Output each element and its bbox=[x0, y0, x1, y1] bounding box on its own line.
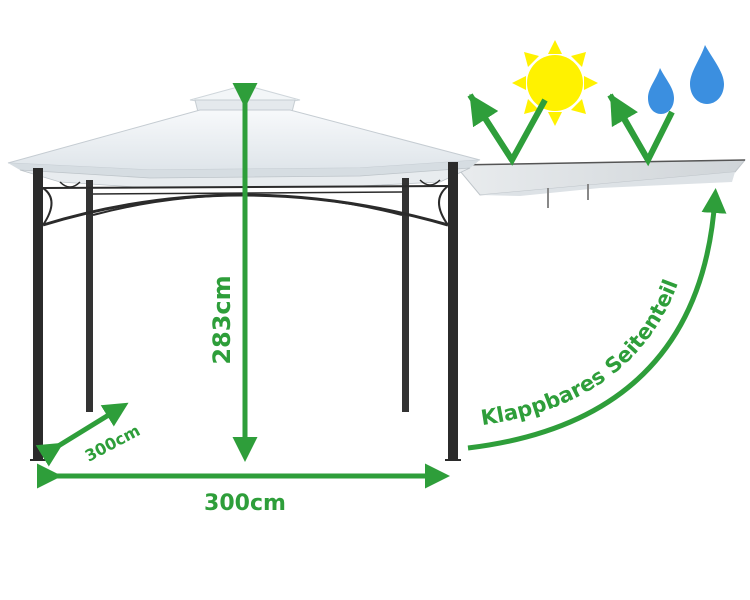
sun-position-arrows bbox=[467, 93, 548, 166]
rain-position-arrows bbox=[607, 93, 675, 167]
width-dimension: 300cm bbox=[37, 463, 450, 516]
side-panel-indicator: Klappbares Seitenteil bbox=[467, 188, 727, 451]
side-panel bbox=[453, 159, 747, 208]
width-label: 300cm bbox=[204, 491, 286, 516]
height-dimension: 283cm bbox=[208, 83, 258, 462]
depth-arrow bbox=[35, 402, 129, 467]
side-panel-arc-arrow bbox=[467, 188, 727, 451]
raindrops-icon bbox=[648, 45, 724, 114]
height-label: 283cm bbox=[208, 275, 236, 364]
side-panel-label: Klappbares Seitenteil bbox=[479, 276, 683, 430]
depth-dimension: 300cm bbox=[35, 402, 143, 467]
sun-icon bbox=[512, 40, 598, 126]
